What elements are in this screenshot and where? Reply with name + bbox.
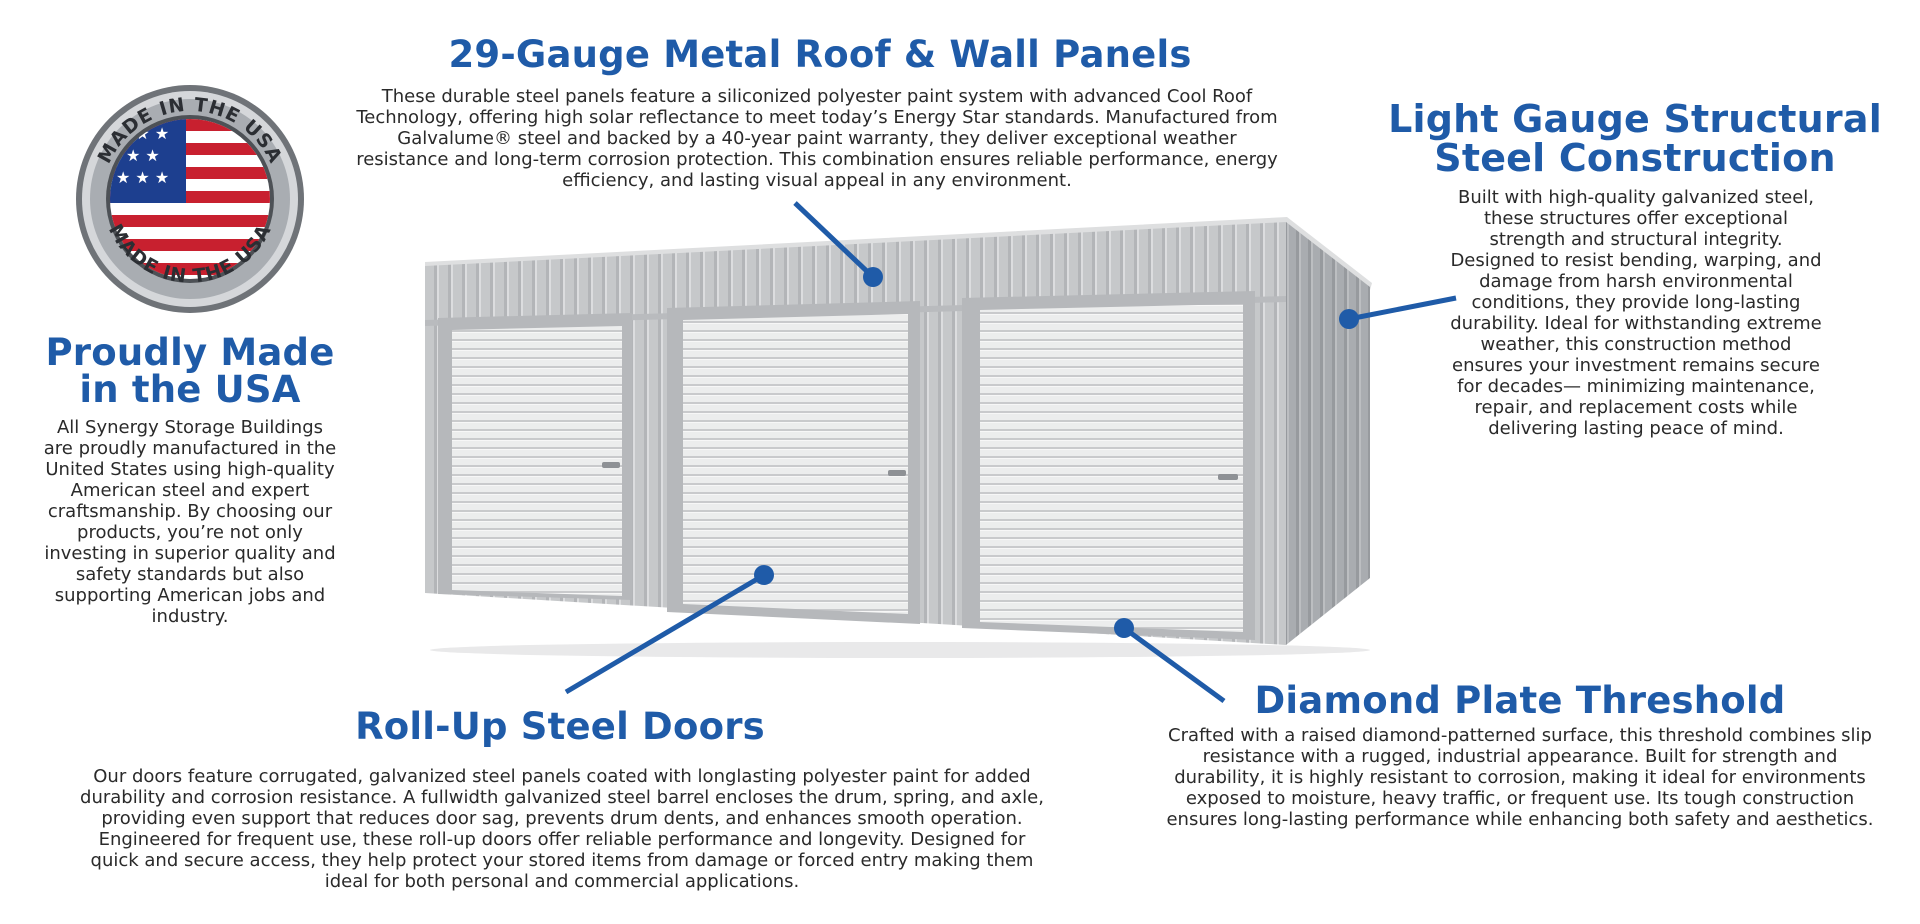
usa-title: Proudly Made in the USA [28, 334, 352, 408]
callout-dot-panels [863, 267, 883, 287]
callout-dot-structure [1339, 309, 1359, 329]
threshold-title: Diamond Plate Threshold [1254, 679, 1786, 722]
usa-description: All Synergy Storage Buildings are proudl… [43, 417, 337, 627]
usa-title-line2: in the USA [79, 368, 301, 411]
svg-text:★ ★: ★ ★ [126, 146, 160, 165]
panels-description: These durable steel panels feature a sil… [356, 86, 1278, 191]
callout-line-doors [564, 572, 766, 695]
doors-title: Roll-Up Steel Doors [355, 705, 765, 748]
callout-line-panels [793, 201, 875, 279]
callout-dot-threshold [1114, 618, 1134, 638]
panels-title: 29-Gauge Metal Roof & Wall Panels [448, 33, 1192, 76]
callout-line-structure [1348, 295, 1457, 322]
roll-up-door [452, 326, 622, 596]
doors-description: Our doors feature corrugated, galvanized… [80, 766, 1044, 892]
usa-title-line1: Proudly Made [45, 331, 335, 374]
made-in-usa-seal-icon: ★ ★ ★ ★ ★ ★ ★ ★ MADE IN THE USA MADE IN … [76, 85, 304, 313]
svg-text:★ ★ ★: ★ ★ ★ [116, 168, 169, 187]
structure-title: Light Gauge Structural Steel Constructio… [1370, 100, 1900, 178]
structure-title-line2: Steel Construction [1434, 136, 1836, 180]
side-wall [1286, 222, 1370, 645]
threshold-description: Crafted with a raised diamond-patterned … [1166, 725, 1874, 830]
door-handle [1218, 474, 1238, 480]
structure-title-line1: Light Gauge Structural [1388, 97, 1882, 141]
door-handle [602, 462, 620, 468]
structure-description: Built with high-quality galvanized steel… [1450, 187, 1822, 439]
callout-dot-doors [754, 565, 774, 585]
callout-line-threshold [1122, 625, 1226, 704]
door-handle [888, 470, 906, 476]
roll-up-door [683, 314, 908, 614]
roll-up-door [980, 304, 1243, 632]
